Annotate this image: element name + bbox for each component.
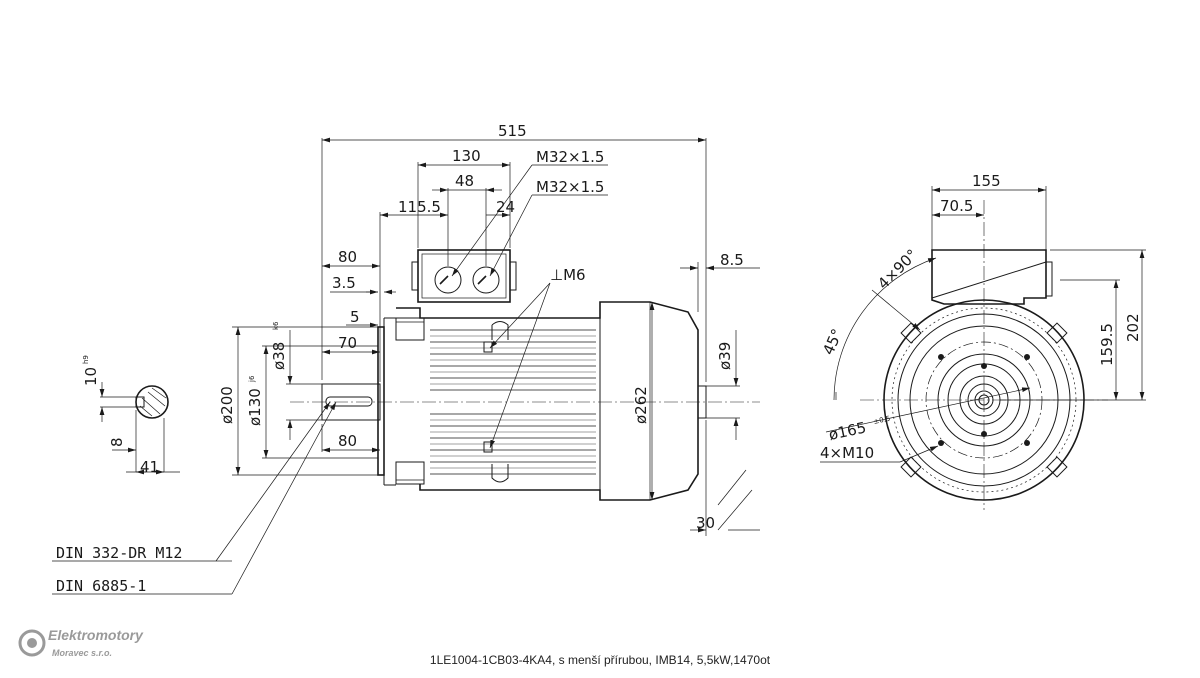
dim-spigot-diameter: ø130 <box>246 388 264 426</box>
side-view: 515 130 48 115.5 24 80 3.5 5 70 80 ø200 … <box>52 122 760 595</box>
dim-shaft-length-bottom: 80 <box>338 432 357 450</box>
dim-flange-gap: 3.5 <box>332 274 356 292</box>
key-tolerance-label: h9 <box>82 355 90 364</box>
drawing-caption: 1LE1004-1CB03-4KA4, s menší přírubou, IM… <box>430 653 771 667</box>
dim-shaft-tolerance: k6 <box>272 321 280 330</box>
dim-gland-spacing: 48 <box>455 172 474 190</box>
dim-body-diameter: ø262 <box>632 386 650 424</box>
cooling-fins <box>430 329 596 475</box>
dim-rear-diameter: ø39 <box>716 342 734 370</box>
dim-flange-diameter: ø200 <box>218 386 236 424</box>
gland-callout-2: M32×1.5 <box>536 178 604 196</box>
key-section-view: 10 h9 8 41 <box>82 355 180 476</box>
dim-box-height-from-axis: 159.5 <box>1098 323 1116 366</box>
dim-box-half-width: 70.5 <box>940 197 973 215</box>
holes-callout: 4×M10 <box>820 444 874 462</box>
earth-thread-callout: ⊥M6 <box>550 266 586 284</box>
dim-shaft-diameter: ø38 <box>270 342 288 370</box>
dim-spigot-tolerance: j6 <box>248 375 256 383</box>
gland-callout-1: M32×1.5 <box>536 148 604 166</box>
key-standard-callout: DIN 6885-1 <box>56 577 146 595</box>
dim-total-height: 202 <box>1124 313 1142 342</box>
dim-bolt-circle: ø165 <box>827 418 868 443</box>
dim-rear-offset: 8.5 <box>720 251 744 269</box>
key-width-label: 10 <box>82 367 100 386</box>
angle-4x90: 4×90° <box>874 246 921 293</box>
dim-box-offset: 115.5 <box>398 198 441 216</box>
dim-rear-length: 30 <box>696 514 715 532</box>
centre-thread-callout: DIN 332-DR M12 <box>56 544 182 562</box>
logo-line-2: Moravec s.r.o. <box>52 648 112 658</box>
angle-45: 45° <box>819 326 846 358</box>
dim-spigot-depth: 5 <box>350 308 360 326</box>
front-view: 155 70.5 159.5 202 4×90° 45° ø165 ±0.5 4… <box>819 172 1146 510</box>
dim-bolt-circle-tolerance: ±0.5 <box>873 415 891 426</box>
dim-gland-edge: 24 <box>496 198 515 216</box>
dim-shaft-length-top: 80 <box>338 248 357 266</box>
key-depth-label: 8 <box>108 437 126 447</box>
dim-overall-length: 515 <box>498 122 527 140</box>
dim-terminal-box-length: 130 <box>452 147 481 165</box>
key-height-label: 41 <box>140 458 159 476</box>
logo-line-1: Elektromotory <box>48 627 144 643</box>
company-logo: Elektromotory Moravec s.r.o. <box>18 627 144 658</box>
dim-key-length: 70 <box>338 334 357 352</box>
dim-box-width: 155 <box>972 172 1001 190</box>
